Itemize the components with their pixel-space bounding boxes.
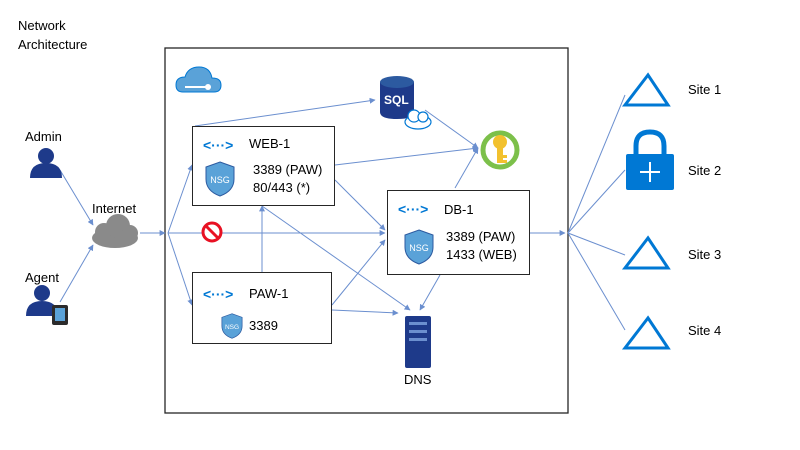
link-db-dns xyxy=(419,274,441,311)
internet-label: Internet xyxy=(92,201,137,216)
link-site1 xyxy=(567,94,626,234)
vnet-dots-icon: <···> xyxy=(203,137,234,153)
paw-1-name: PAW-1 xyxy=(249,286,289,301)
link-paw-db xyxy=(331,239,386,306)
link-web-sql xyxy=(194,97,376,127)
azure-cloud-icon xyxy=(175,66,222,93)
link-sql-key xyxy=(424,109,479,149)
nsg-shield-icon: NSG xyxy=(205,161,235,197)
admin-person-icon xyxy=(30,148,62,178)
site-3-label: Site 3 xyxy=(688,247,722,262)
internet-cloud-icon xyxy=(92,214,138,248)
db-1-name: DB-1 xyxy=(444,202,474,217)
dns-server-icon xyxy=(405,316,431,368)
site-4-network-icon xyxy=(621,315,671,350)
agent-person-icon xyxy=(26,285,68,325)
dns-label: DNS xyxy=(404,372,432,387)
connectors xyxy=(59,94,626,331)
web-1-vm-box: <···> WEB-1 NSG 3389 (PAW) 80/443 (*) xyxy=(192,126,335,206)
db-1-rule-2: 1433 (WEB) xyxy=(446,247,517,262)
link-to-paw xyxy=(167,232,194,306)
link-admin-internet xyxy=(59,169,94,226)
nsg-badge: NSG xyxy=(225,324,239,331)
admin-label: Admin xyxy=(25,129,62,144)
link-site4 xyxy=(567,232,626,331)
vnet-dots-icon: <···> xyxy=(398,201,429,217)
nsg-badge: NSG xyxy=(409,243,429,253)
link-db-key xyxy=(454,147,479,189)
link-to-web xyxy=(167,164,194,234)
web-1-rule-1: 3389 (PAW) xyxy=(253,162,323,177)
blocked-icon xyxy=(201,221,223,243)
link-paw-dns xyxy=(331,309,399,316)
link-web-db xyxy=(334,179,386,231)
web-1-rule-2: 80/443 (*) xyxy=(253,180,311,195)
link-site2 xyxy=(567,169,626,234)
diagram-title-line2: Architecture xyxy=(18,37,88,52)
link-web-key xyxy=(334,145,479,166)
paw-1-rule-1: 3389 xyxy=(249,318,278,333)
db-1-rule-1: 3389 (PAW) xyxy=(446,229,516,244)
sql-label: SQL xyxy=(384,93,409,107)
site-2-label: Site 2 xyxy=(688,163,722,178)
nsg-badge: NSG xyxy=(210,175,230,185)
vnet-dots-icon: <···> xyxy=(203,286,234,302)
link-web-dns xyxy=(261,205,411,311)
nsg-shield-icon: NSG xyxy=(221,313,243,339)
db-1-vm-box: <···> DB-1 NSG 3389 (PAW) 1433 (WEB) xyxy=(387,190,530,275)
site-3-network-icon xyxy=(621,235,671,270)
site-1-label: Site 1 xyxy=(688,82,722,97)
site-2-vpn-lock-icon xyxy=(626,129,674,190)
web-1-name: WEB-1 xyxy=(249,136,291,151)
link-agent-internet xyxy=(59,244,94,303)
site-1-network-icon xyxy=(621,72,671,107)
paw-1-vm-box: <···> PAW-1 NSG 3389 xyxy=(192,272,332,344)
diagram-title-line1: Network xyxy=(18,18,66,33)
site-4-label: Site 4 xyxy=(688,323,722,338)
nsg-shield-icon: NSG xyxy=(404,229,434,265)
key-vault-icon xyxy=(480,130,520,170)
link-site3 xyxy=(567,232,626,256)
agent-label: Agent xyxy=(25,270,59,285)
sql-database-icon xyxy=(380,76,432,130)
